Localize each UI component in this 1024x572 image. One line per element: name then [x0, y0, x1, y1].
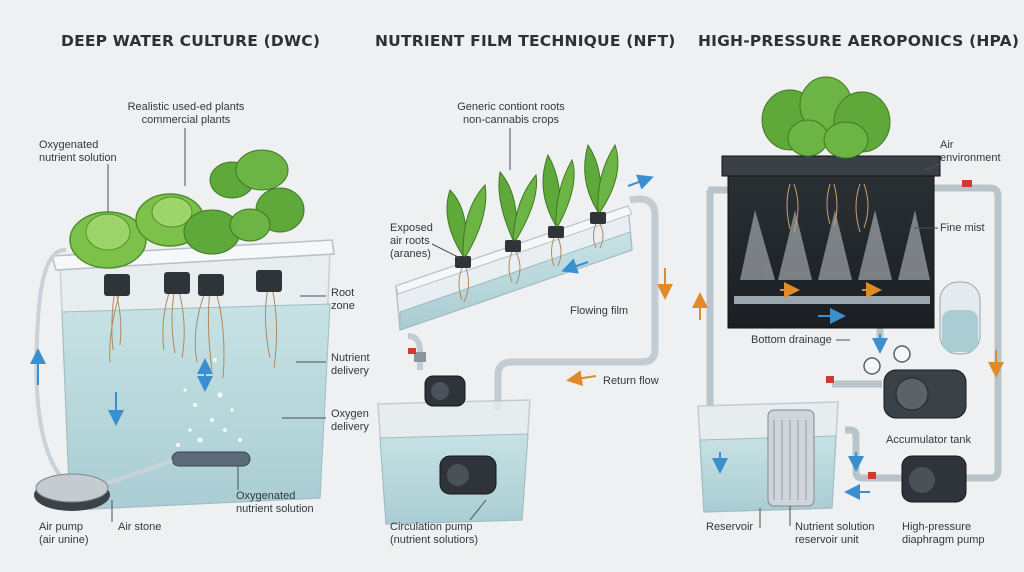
dwc-label-plants: Realistic used-ed plants commercial plan…: [127, 101, 245, 126]
dwc-air-pump: [34, 473, 110, 511]
dwc-plants: [69, 149, 305, 269]
hpa-label-diaphragm-pump: High-pressure diaphragm pump: [902, 521, 985, 546]
hpa-title: HIGH-PRESSURE AEROPONICS (HPA): [698, 32, 1020, 50]
dwc-tank: [51, 239, 335, 511]
dwc-label-root-zone: Root zone: [331, 287, 355, 312]
nft-panel: [377, 128, 673, 525]
nft-pump: [424, 375, 497, 495]
hpa-reservoir: [697, 401, 839, 513]
dwc-label-oxygenated-top: Oxygenated nutrient solution: [39, 139, 117, 164]
hpa-label-accumulator-tank: Accumulator tank: [886, 434, 971, 446]
hpa-label-air-environment: Air environment: [940, 139, 1001, 164]
hpa-label-nutrient-reservoir: Nutrient solution reservoir unit: [795, 521, 875, 546]
nft-label-circulation-pump: Circulation pump (nutrient solutiors): [390, 521, 479, 546]
hpa-pump: [883, 369, 967, 503]
dwc-label-air-pump: Air pump (air unine): [39, 521, 89, 546]
nft-label-exposed-roots: Exposed air roots (aranes): [390, 222, 433, 260]
dwc-air-stone: [171, 451, 251, 467]
hpa-plants: [761, 76, 891, 159]
hpa-gauges: [863, 345, 911, 375]
dwc-label-air-stone: Air stone: [118, 521, 162, 533]
nft-roots: [458, 223, 604, 303]
hpa-mist: [740, 210, 930, 280]
dwc-label-oxygenated-bottom: Oxygenated nutrient solution: [236, 490, 314, 515]
hpa-label-fine-mist: Fine mist: [940, 222, 985, 234]
nft-plants: [446, 143, 619, 257]
nft-label-return-flow: Return flow: [603, 375, 659, 387]
hpa-label-bottom-drainage: Bottom drainage: [751, 334, 832, 346]
hpa-label-reservoir: Reservoir: [706, 521, 754, 533]
hpa-valves: [826, 180, 972, 479]
dwc-net-pots: [104, 270, 282, 296]
hpa-panel: [692, 76, 1004, 528]
dwc-leader-lines: [107, 128, 326, 522]
nft-valve: [408, 348, 426, 362]
dwc-panel: [30, 128, 335, 522]
nft-label-flowing-film: Flowing film: [570, 305, 629, 317]
dwc-title: DEEP WATER CULTURE (DWC): [61, 32, 321, 50]
dwc-label-oxygen-delivery: Oxygen delivery: [331, 408, 369, 433]
dwc-bubbles: [176, 358, 242, 447]
nft-return-pipe: [494, 195, 659, 410]
hpa-nozzle-bar: [734, 296, 930, 304]
hpa-accumulator-tank: [939, 281, 981, 355]
nft-net-pots: [455, 212, 606, 268]
hpa-roots: [786, 183, 869, 233]
nft-label-crops: Generic contiont roots non-cannabis crop…: [457, 101, 565, 126]
nft-title: NUTRIENT FILM TECHNIQUE (NFT): [375, 32, 676, 50]
dwc-air-tube: [34, 248, 67, 480]
dwc-label-nutrient-delivery: Nutrient delivery: [331, 352, 370, 377]
